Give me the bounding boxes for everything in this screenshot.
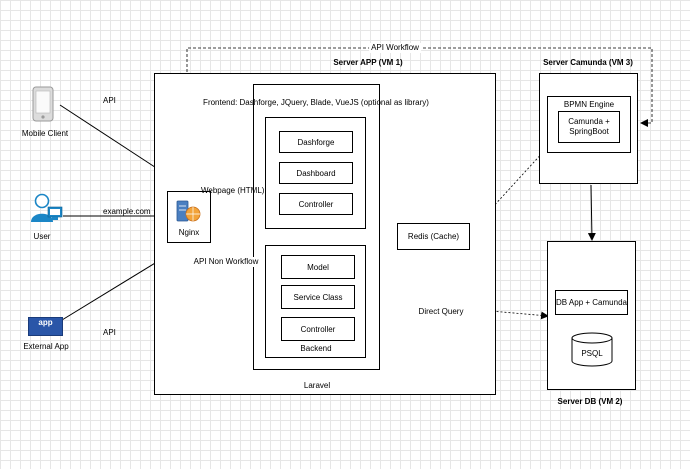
- app-icon: app: [28, 317, 63, 336]
- camunda-springboot-line1: Camunda +: [568, 117, 610, 126]
- server-app-title: Server APP (VM 1): [333, 58, 403, 67]
- db-app-camunda-box: DB App + Camunda: [555, 290, 628, 315]
- camunda-springboot-line2: SpringBoot: [569, 127, 609, 136]
- mobile-client-label: Mobile Client: [21, 129, 69, 138]
- nginx-server-icon: [176, 200, 201, 222]
- api-workflow-label: API Workflow: [369, 43, 421, 53]
- dashforge-box: Dashforge: [279, 131, 353, 153]
- redis-label: Redis (Cache): [407, 232, 460, 241]
- camunda-springboot-box: Camunda + SpringBoot: [558, 111, 620, 143]
- direct-query-connector: [364, 299, 549, 320]
- dashboard-box: Dashboard: [279, 162, 353, 184]
- mobile-phone-icon: [32, 86, 54, 122]
- controller-front-box: Controller: [279, 193, 353, 215]
- app-icon-text: app: [38, 318, 53, 327]
- dashforge-label: Dashforge: [297, 137, 335, 147]
- api-top-label: API: [103, 96, 116, 105]
- server-camunda-title: Server Camunda (VM 3): [543, 58, 633, 67]
- service-class-box: Service Class: [281, 285, 355, 309]
- controller-front-label: Controller: [298, 199, 334, 209]
- laravel-label: Laravel: [303, 381, 331, 390]
- redis-box: Redis (Cache): [397, 223, 470, 250]
- server-db-title: Server DB (VM 2): [557, 397, 623, 406]
- bpmn-engine-label: BPMN Engine: [563, 100, 615, 109]
- database-cylinder-icon: [571, 332, 613, 367]
- direct-query-label: Direct Query: [418, 307, 464, 316]
- example-com-label: example.com: [103, 207, 151, 216]
- external-app-label: External App: [23, 342, 69, 351]
- model-label: Model: [307, 262, 329, 272]
- nginx-label: Nginx: [178, 228, 200, 237]
- camunda-to-db-connector: [587, 184, 596, 241]
- api-bottom-label: API: [103, 328, 116, 337]
- controller-back-label: Controller: [300, 324, 336, 334]
- webpage-html-label: Webpage (HTML): [201, 186, 265, 195]
- db-app-camunda-label: DB App + Camunda: [556, 298, 627, 307]
- psql-label: PSQL: [581, 349, 603, 358]
- user-icon: [31, 193, 63, 222]
- frontend-label: Frontend: Dashforge, JQuery, Blade, VueJ…: [203, 98, 429, 107]
- controller-back-box: Controller: [281, 317, 355, 341]
- backend-label: Backend: [300, 344, 332, 353]
- user-label: User: [33, 232, 51, 241]
- model-box: Model: [281, 255, 355, 279]
- api-non-workflow-label: API Non Workflow: [193, 257, 259, 267]
- service-class-label: Service Class: [293, 292, 343, 302]
- dashboard-label: Dashboard: [296, 168, 336, 178]
